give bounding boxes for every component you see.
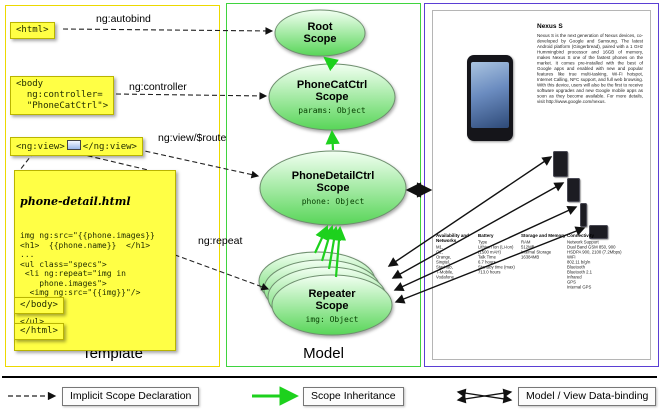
body-open-box: <body ng:controller= "PhoneCatCtrl"> [10, 76, 115, 115]
root-scope-label: Root Scope [276, 11, 364, 55]
phonecat-scope-label: PhoneCatCtrl Scope params: Object [270, 64, 394, 130]
scope-name: PhoneDetailCtrl Scope [291, 170, 375, 194]
double-arrow-icon [456, 388, 513, 404]
ng-view-close-tag: </ng:view> [82, 142, 137, 152]
scope-property: img: Object [305, 314, 359, 324]
spec-header: Connectivity [567, 233, 595, 238]
phone-thumbnail-1 [553, 151, 568, 177]
phone-detail-filename: phone-detail.html [20, 195, 131, 208]
phone-title: Nexus S [537, 22, 563, 30]
legend-implicit-scope: Implicit Scope Declaration [62, 387, 200, 406]
ng-view-route-label: ng:view/$route [158, 132, 227, 144]
spec-header: Storage and Memory [521, 233, 566, 238]
spec-column-storage: Storage and Memory RAM 512MB Internal St… [521, 233, 567, 260]
ng-controller-label: ng:controller [129, 81, 187, 93]
ng-view-open-tag: <ng:view> [16, 142, 65, 152]
legend-scope-inheritance: Scope Inheritance [303, 387, 404, 406]
phone-screen [471, 62, 509, 128]
repeater-scope-label: Repeater Scope img: Object [272, 278, 392, 333]
ng-view-box: <ng:view> </ng:view> [10, 137, 143, 156]
phone-thumbnail-3 [580, 203, 587, 227]
spec-items: Type Lithium Ion (Li-Ion) (1500 mAH) Tal… [478, 239, 515, 275]
screen-icon [66, 140, 81, 150]
scope-name: Root Scope [303, 21, 337, 45]
html-open-box: <html> [10, 22, 55, 39]
spec-column-battery: Battery Type Lithium Ion (Li-Ion) (1500 … [478, 233, 520, 275]
spec-header: Battery [478, 233, 494, 238]
spec-column-connectivity: Connectivity Network Support Dual Band G… [567, 233, 646, 290]
html-close-box: </html> [14, 323, 64, 340]
body-close-box: </body> [14, 297, 64, 314]
model-column-label: Model [303, 345, 344, 362]
phone-thumbnail-4 [589, 225, 608, 239]
ng-repeat-label: ng:repeat [198, 235, 243, 247]
scope-name: Repeater Scope [308, 287, 356, 312]
phonedetail-scope-label: PhoneDetailCtrl Scope phone: Object [261, 152, 405, 224]
scope-property: phone: Object [301, 197, 365, 206]
ng-autobind-label: ng:autobind [96, 13, 151, 25]
legend-data-binding: Model / View Data-binding [518, 387, 657, 406]
scope-name: PhoneCatCtrl Scope [296, 79, 368, 103]
spec-items: M1, O2, Orange, Singtel, StarHub, T-Mobi… [436, 244, 454, 280]
scope-property: params: Object [298, 106, 366, 115]
phone-description: Nexus S is the next generation of Nexus … [537, 33, 643, 104]
spec-column-availability: Availability and Networks M1, O2, Orange… [436, 233, 478, 280]
spec-items: RAM 512MB Internal Storage 16384MB [521, 239, 552, 260]
spec-items: Network Support Dual Band GSM 850, 900 H… [567, 239, 622, 290]
view-page: Nexus S Nexus S is the next generation o… [432, 10, 651, 360]
spec-header: Availability and Networks [436, 233, 469, 243]
phone-thumbnail-2 [567, 178, 580, 202]
phone-main-image [467, 55, 513, 141]
